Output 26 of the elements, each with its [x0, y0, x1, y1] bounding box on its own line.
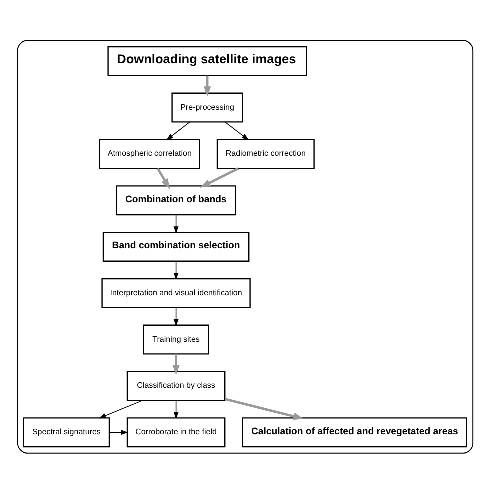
node-box: Radiometric correction: [216, 138, 315, 169]
node-box: Interpretation and visual identification: [102, 278, 251, 308]
arrow: [174, 214, 179, 234]
node-box: Corroborate in the field: [126, 417, 226, 448]
node-box: Band combination selection: [102, 232, 250, 262]
arrow: [225, 398, 304, 420]
arrow: [98, 400, 144, 418]
arrow: [166, 121, 190, 140]
cluster: [17, 40, 474, 454]
node-box: Atmospheric correlation: [99, 138, 200, 169]
node-box: Combination of bands: [116, 185, 236, 216]
node-box: Training sites: [143, 324, 210, 354]
arrow: [109, 430, 128, 435]
arrow: [204, 75, 212, 97]
arrow: [174, 307, 179, 326]
node-box: Downloading satellite images: [108, 46, 308, 76]
arrow: [224, 121, 250, 140]
arrow: [156, 168, 170, 189]
node-box: Calculation of affected and revegetated areas: [242, 417, 468, 448]
arrow: [174, 260, 179, 280]
arrow: [174, 400, 179, 419]
arrow: [200, 167, 240, 188]
arrow: [172, 354, 180, 375]
node-box: Pre-processing: [172, 92, 244, 122]
node-box: Spectral signatures: [23, 417, 110, 448]
node-box: Classification by class: [126, 370, 226, 401]
